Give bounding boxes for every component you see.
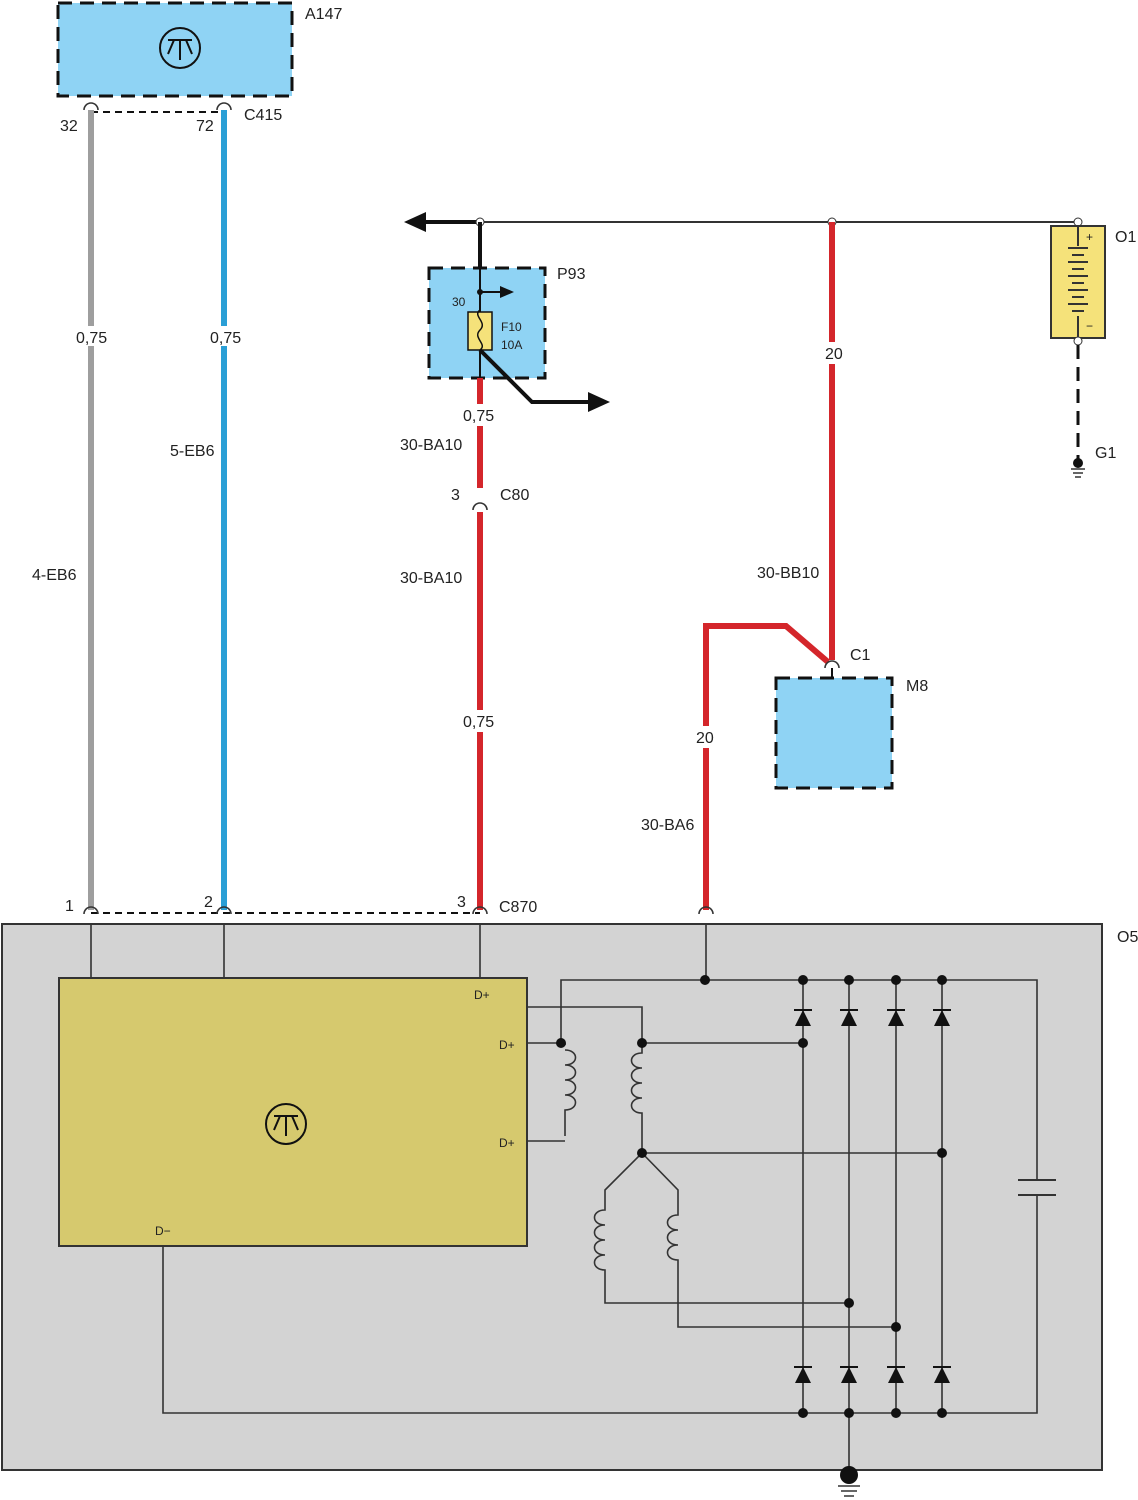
terminal-d-plus-1: D+ [474, 988, 490, 1002]
red-size-top: 0,75 [463, 408, 494, 425]
fuse-rating: 10A [501, 338, 522, 352]
battery-icon [1068, 226, 1088, 338]
o1-label: O1 [1115, 229, 1136, 246]
red-size-bottom: 0,75 [463, 714, 494, 731]
c80-pin: 3 [451, 487, 460, 504]
m8-label: M8 [906, 678, 928, 695]
c870-pin-1: 1 [65, 898, 74, 915]
voltage-regulator [58, 977, 528, 1247]
grey-code: 4-EB6 [32, 567, 77, 584]
g1-label: G1 [1095, 445, 1116, 462]
grey-size: 0,75 [76, 330, 107, 347]
ground-icon [1071, 458, 1085, 478]
c870-pin-3: 3 [457, 894, 466, 911]
terminal-d-plus-2: D+ [499, 1038, 515, 1052]
transistor-icon [265, 1103, 307, 1145]
p93-label: P93 [557, 266, 586, 283]
battery-minus: − [1086, 319, 1093, 333]
rectifier-diodes [794, 1009, 951, 1383]
terminal-d-plus-3: D+ [499, 1136, 515, 1150]
c415-label: C415 [244, 107, 282, 124]
m8-wire-size: 20 [825, 346, 843, 363]
ground-icon [838, 1466, 860, 1497]
pin-72-label: 72 [196, 118, 214, 135]
p93-terminal: 30 [452, 295, 466, 309]
o5-wire-code: 30-BA6 [641, 817, 694, 834]
m8-wire-code: 30-BB10 [757, 565, 819, 582]
o5-label: O5 [1117, 929, 1138, 946]
c80-label: C80 [500, 487, 529, 504]
fuse-id: F10 [501, 320, 522, 334]
o5-wire-size: 20 [696, 730, 714, 747]
wire-30-ba6 [703, 623, 830, 910]
a147-module [56, 1, 294, 98]
red-code-mid: 30-BA10 [400, 570, 462, 587]
c870-label: C870 [499, 899, 537, 916]
c1-label: C1 [850, 647, 871, 664]
terminal-d-minus: D− [155, 1224, 171, 1238]
pin-32-label: 32 [60, 118, 78, 135]
blue-size: 0,75 [210, 330, 241, 347]
transistor-icon [159, 27, 201, 69]
c870-pin-2: 2 [204, 894, 213, 911]
red-code-top: 30-BA10 [400, 437, 462, 454]
blue-code: 5-EB6 [170, 443, 215, 460]
a147-label: A147 [305, 6, 342, 23]
m8-module [774, 676, 894, 790]
battery-plus: + [1086, 230, 1093, 244]
